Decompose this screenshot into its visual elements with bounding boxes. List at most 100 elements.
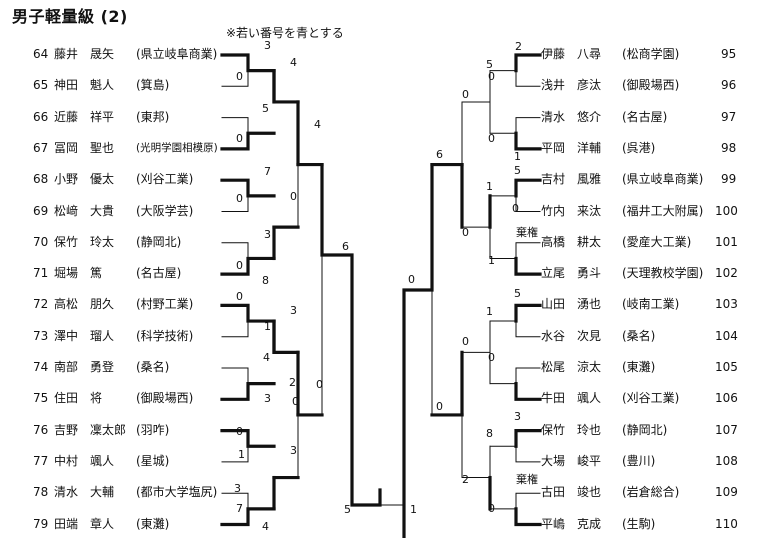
entry-school: (桑名)	[136, 360, 170, 374]
bracket-line	[221, 320, 249, 338]
bracket-line	[220, 303, 276, 323]
entry-school: (岐南工業)	[622, 297, 680, 312]
entry-school: (御殿場西)	[622, 78, 680, 93]
bracket-line	[515, 117, 541, 134]
bracket-line	[514, 131, 542, 151]
entry-name: 高橋 耕太	[541, 234, 602, 249]
bracket-line	[272, 319, 300, 354]
score-label: 1	[410, 503, 417, 516]
entry-num: 67	[33, 140, 49, 155]
score-label: 2	[462, 473, 469, 486]
entry-school: (都市大学塩尻)	[136, 485, 218, 500]
entry-school: (呉港)	[622, 140, 656, 155]
score-label: 3	[290, 444, 297, 457]
entry-school: (御殿場西)	[136, 391, 194, 406]
entry-name: 田端 章人	[54, 516, 115, 531]
score-label: 5	[344, 503, 351, 516]
score-label: 1	[486, 180, 493, 193]
entry-name: 平岡 洋輔	[541, 140, 602, 155]
entry-name: 高松 朋久	[54, 297, 115, 312]
score-label: 0	[488, 70, 495, 83]
entry-name: 清水 悠介	[541, 109, 602, 124]
bracket-line	[515, 242, 541, 259]
bracket-line	[514, 256, 542, 276]
entry-num: 110	[715, 516, 738, 531]
entry-school: (名古屋)	[136, 266, 182, 281]
page-title: 男子軽量級 (2)	[12, 7, 128, 26]
right-entry: 103 山田 湧也 (岐南工業)	[0, 296, 769, 312]
entry-school: (羽咋)	[136, 422, 170, 437]
bracket-line	[220, 429, 276, 448]
entry-school: (岩倉総合)	[622, 485, 680, 500]
score-label: 0	[236, 290, 243, 303]
score-label: 0	[488, 132, 495, 145]
bracket-note: ※若い番号を青とする	[226, 26, 344, 40]
score-label: 2	[289, 376, 296, 389]
score-label: 0	[512, 202, 519, 215]
entry-school: (松商学園)	[622, 47, 680, 61]
bracket-line	[220, 256, 276, 276]
right-entry: 95 伊藤 八尋 (松商学園)	[0, 46, 769, 62]
entry-school: (東邦)	[136, 109, 170, 124]
entry-num: 103	[715, 297, 738, 312]
entry-school: (村野工業)	[136, 297, 194, 312]
entry-school: (静岡北)	[622, 422, 668, 437]
entry-school: (静岡北)	[136, 234, 182, 249]
entry-name: 立尾 勇斗	[541, 266, 602, 281]
bracket-line	[515, 195, 541, 212]
score-label: 5	[262, 102, 269, 115]
bracket-line	[515, 70, 541, 87]
entry-school: (愛産大工業)	[622, 234, 692, 249]
entry-name: 藤井 晟矢	[54, 47, 115, 61]
score-label: 0	[236, 70, 243, 83]
entry-num: 66	[33, 109, 49, 124]
entry-name: 小野 優太	[54, 172, 115, 187]
entry-num: 71	[33, 266, 49, 281]
score-label: 5	[514, 164, 521, 177]
entry-name: 澤中 瑠人	[54, 328, 115, 343]
entry-num: 68	[33, 172, 49, 187]
score-label: 4	[314, 118, 321, 131]
entry-name: 保竹 玲太	[54, 234, 115, 249]
bracket-line	[221, 367, 249, 385]
entry-school: (豊川)	[622, 453, 656, 468]
entry-name: 保竹 玲也	[541, 422, 602, 437]
entry-num: 72	[33, 297, 49, 312]
entry-school: (東灘)	[136, 516, 170, 531]
entry-num: 95	[721, 47, 737, 61]
entry-name: 近藤 祥平	[54, 109, 115, 124]
entry-num: 74	[33, 360, 49, 374]
score-label: 2	[515, 40, 522, 53]
score-label: 0	[316, 378, 323, 391]
bracket-line	[221, 70, 249, 87]
score-label: 0	[462, 226, 469, 239]
score-label: 1	[514, 150, 521, 163]
bracket-line	[220, 53, 276, 73]
bracket-line	[514, 53, 542, 73]
entry-name: 山田 湧也	[541, 297, 602, 312]
score-label: 0	[236, 425, 243, 438]
forfeit-label: 棄権	[516, 472, 538, 486]
bracket-line	[515, 445, 541, 463]
entry-num: 104	[715, 328, 738, 343]
entry-name: 住田 将	[54, 391, 103, 406]
score-label: 8	[486, 427, 493, 440]
entry-name: 伊藤 八尋	[541, 47, 602, 61]
bracket-line	[514, 507, 542, 527]
score-label: 8	[262, 274, 269, 287]
bracket-line	[272, 69, 300, 104]
entry-school: (星城)	[136, 453, 170, 468]
entry-num: 99	[721, 172, 737, 187]
